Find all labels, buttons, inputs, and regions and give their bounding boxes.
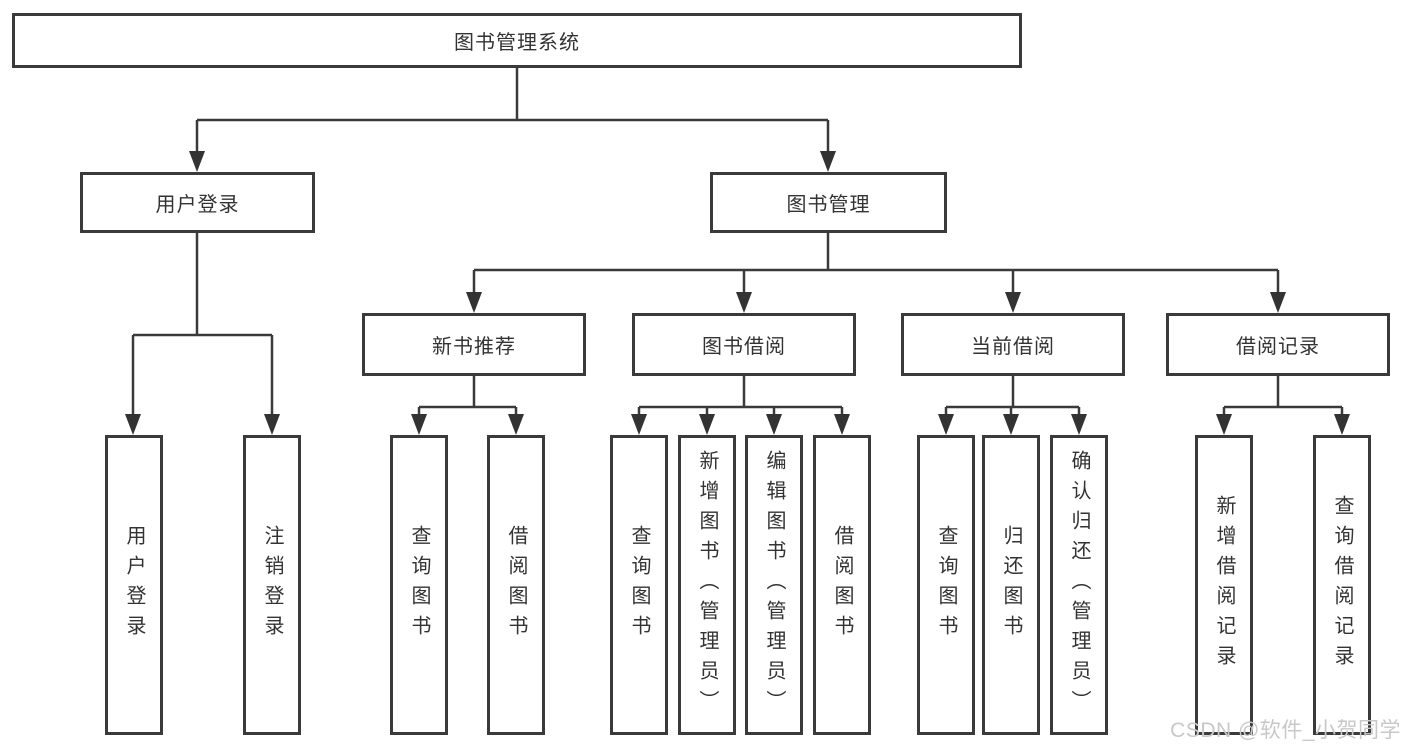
leaf-add-borrow-record: 新增借阅记录 (1195, 435, 1253, 735)
leaf-confirm-return-admin: 确认归还（管理员） (1050, 435, 1108, 735)
leaf-query-borrow-record: 查询借阅记录 (1313, 435, 1371, 735)
node-book-borrowing: 图书借阅 (632, 313, 856, 376)
node-label: 图书管理系统 (454, 32, 580, 54)
node-label: 图书借阅 (702, 336, 786, 358)
node-user-login: 用户登录 (80, 172, 315, 233)
node-label: 新书推荐 (432, 336, 516, 358)
leaf-label: 新增借阅记录 (1213, 495, 1235, 675)
connector-new-book-children (411, 376, 524, 435)
leaf-borrow-books-recommend: 借阅图书 (487, 435, 545, 735)
connector-book-borrowing-children (631, 376, 850, 435)
node-library-system-root: 图书管理系统 (12, 13, 1022, 68)
leaf-query-books-current: 查询图书 (917, 435, 975, 735)
leaf-label: 归还图书 (1000, 525, 1022, 645)
leaf-label: 查询图书 (408, 525, 430, 645)
node-label: 用户登录 (155, 194, 240, 216)
leaf-label: 新增图书（管理员） (696, 450, 718, 720)
node-book-management: 图书管理 (710, 172, 947, 233)
leaf-add-book-admin: 新增图书（管理员） (678, 435, 736, 735)
connector-root-to-level1 (189, 68, 836, 172)
leaf-logout: 注销登录 (243, 435, 301, 735)
node-new-book-recommend: 新书推荐 (362, 313, 586, 376)
node-current-borrowing: 当前借阅 (901, 313, 1125, 376)
leaf-borrow-books-borrowing: 借阅图书 (813, 435, 871, 735)
leaf-return-book: 归还图书 (982, 435, 1040, 735)
leaf-label: 查询图书 (628, 525, 650, 645)
connector-borrow-records-children (1216, 376, 1350, 435)
leaf-label: 查询图书 (935, 525, 957, 645)
leaf-label: 借阅图书 (831, 525, 853, 645)
node-label: 当前借阅 (971, 336, 1055, 358)
csdn-watermark: CSDN @软件_小贺同学 (1170, 719, 1401, 742)
leaf-edit-book-admin: 编辑图书（管理员） (745, 435, 803, 735)
node-label: 借阅记录 (1236, 336, 1320, 358)
connector-book-mgmt-to-level2 (466, 233, 1286, 313)
leaf-label: 注销登录 (261, 525, 283, 645)
node-borrow-records: 借阅记录 (1166, 313, 1390, 376)
connector-user-login-children (125, 233, 280, 435)
leaf-label: 查询借阅记录 (1331, 495, 1353, 675)
leaf-label: 借阅图书 (505, 525, 527, 645)
leaf-label: 确认归还（管理员） (1068, 450, 1090, 720)
leaf-query-books-recommend: 查询图书 (390, 435, 448, 735)
leaf-user-login: 用户登录 (105, 435, 163, 735)
node-label: 图书管理 (786, 194, 871, 216)
leaf-query-books-borrowing: 查询图书 (610, 435, 668, 735)
leaf-label: 用户登录 (123, 525, 145, 645)
leaf-label: 编辑图书（管理员） (763, 450, 785, 720)
connector-current-borrowing-children (938, 376, 1087, 435)
